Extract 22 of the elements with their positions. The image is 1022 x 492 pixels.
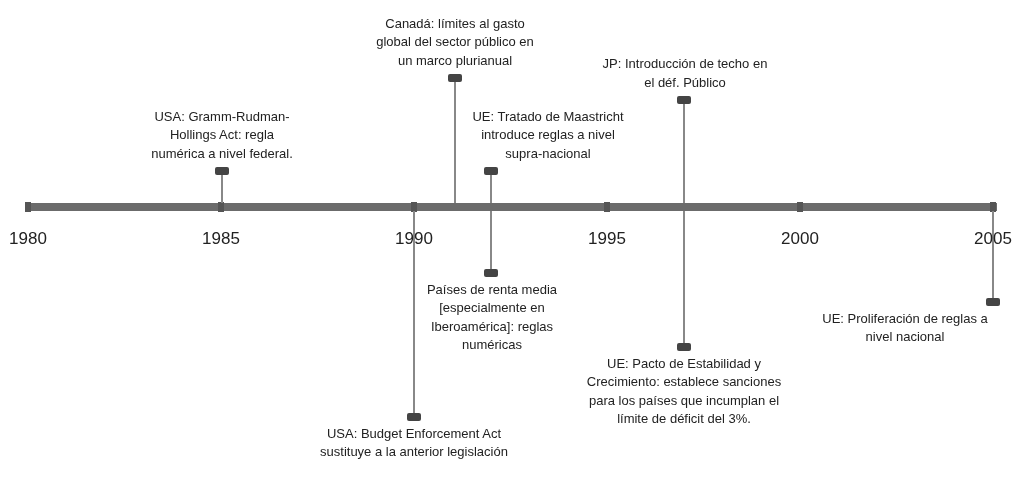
year-label: 2005	[974, 229, 1012, 249]
event-text: UE: Tratado de Maastricht introduce reglas a nivel supra-nacional	[465, 107, 631, 163]
event-text: USA: Budget Enforcement Act sustituye a la anterior legislación	[314, 425, 514, 462]
timeline-stem	[677, 95, 691, 204]
event-text: UE: Proliferación de reglas a nivel nacional	[815, 310, 995, 347]
timeline-stem	[448, 73, 462, 204]
timeline-stem	[986, 210, 1000, 307]
year-label: 1985	[202, 229, 240, 249]
event-text: USA: Gramm-Rudman-Hollings Act: regla numérica a nivel federal.	[147, 107, 297, 163]
timeline-stem	[407, 210, 421, 422]
timeline-stem	[677, 210, 691, 352]
year-label: 1980	[9, 229, 47, 249]
timeline-stem	[484, 166, 498, 204]
year-label: 1990	[395, 229, 433, 249]
year-label: 2000	[781, 229, 819, 249]
event-text: Países de renta media [especialmente en Iberoamérica]: reglas numéricas	[404, 281, 580, 355]
event-text: Canadá: límites al gasto global del sector público en un marco plurianual	[367, 14, 543, 70]
year-label: 1995	[588, 229, 626, 249]
event-text: JP: Introducción de techo en el déf. Público	[600, 55, 770, 92]
timeline-stem	[215, 166, 229, 204]
timeline-stem	[484, 210, 498, 278]
event-text: UE: Pacto de Estabilidad y Crecimiento: establece sanciones para los países que incumplan el límite de déficit del 3%.	[586, 355, 782, 429]
